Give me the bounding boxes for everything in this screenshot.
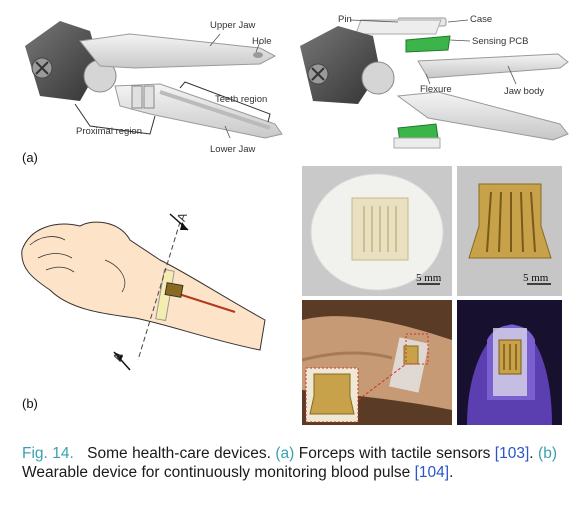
scale-bar-label-1: 5 mm <box>416 272 442 284</box>
wrist-photo-image <box>302 300 452 425</box>
forceps-render-left: Upper Jaw Hole Teeth region Proximal reg… <box>20 6 295 156</box>
forceps-exploded-view: Pin Case Sensing PCB Flexure Jaw body <box>298 6 573 161</box>
caption-a-ref: (a) <box>275 445 295 462</box>
caption-text-1: Some health-care devices. <box>87 445 271 462</box>
wrist-illustration <box>21 213 266 371</box>
label-lower-jaw: Lower Jaw <box>210 144 256 155</box>
scale-bar-label-2: 5 mm <box>523 272 549 284</box>
figure-caption: Fig. 14. Some health-care devices. (a) F… <box>22 445 557 481</box>
photo-sensor-on-disc: 5 mm <box>302 166 452 296</box>
label-pin: Pin <box>338 14 352 25</box>
label-case: Case <box>470 14 493 25</box>
panel-letter-b: (b) <box>22 396 38 411</box>
exploded-illustration <box>300 17 569 149</box>
arm-drawing: A A <box>10 200 290 385</box>
panel-letter-a: (a) <box>22 150 38 165</box>
closeup-sensor-image <box>457 166 562 296</box>
disc-sensor-image <box>302 166 452 296</box>
label-hole: Hole <box>252 36 272 47</box>
label-teeth-region: Teeth region <box>215 94 268 105</box>
glove-photo-image <box>457 300 562 425</box>
caption-citation-2[interactable]: [104] <box>414 464 450 481</box>
photo-sensor-closeup: 5 mm <box>457 166 562 296</box>
forceps-illustration <box>25 21 283 139</box>
caption-text-3: Wearable device for continuously monitor… <box>22 464 411 481</box>
label-sensing-pcb: Sensing PCB <box>472 36 529 47</box>
label-flexure: Flexure <box>420 84 452 95</box>
caption-text-2: Forceps with tactile sensors <box>298 445 491 462</box>
photo-sensor-on-wrist <box>302 300 452 425</box>
caption-fig-label: Fig. 14. <box>22 445 74 462</box>
caption-citation-1[interactable]: [103] <box>494 445 530 462</box>
photo-glove-hand <box>457 300 562 425</box>
label-proximal-region: Proximal region <box>76 126 142 137</box>
label-jaw-body: Jaw body <box>504 86 545 97</box>
label-upper-jaw: Upper Jaw <box>210 20 256 31</box>
caption-b-ref: (b) <box>538 445 557 462</box>
